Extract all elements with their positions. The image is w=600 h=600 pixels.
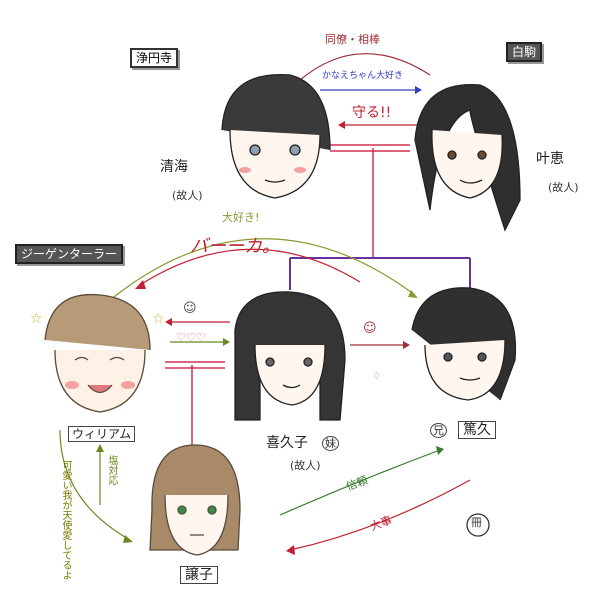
- group-jouenji: 浄円寺: [130, 48, 179, 68]
- name-kikuko: 喜久子: [266, 435, 308, 451]
- note-kiyomi: (故人): [172, 189, 203, 202]
- tag-kikuko: 妹: [322, 436, 339, 451]
- rel-angel: 可愛い我が天使愛してるよ: [60, 460, 71, 580]
- tag-tokuhisa: 兄: [430, 423, 447, 438]
- group-hakuba: 白駒: [506, 42, 543, 62]
- kikuko-portrait: [234, 291, 346, 421]
- important-arrow: [289, 479, 471, 551]
- rel-daisuki: 大好き!: [222, 211, 260, 224]
- name-kiyomi: 清海: [160, 159, 188, 175]
- name-william: ウィリアム: [68, 426, 136, 442]
- hearts-icon: ♡♡♡: [176, 331, 206, 344]
- stamp-icon: [466, 513, 490, 537]
- kiyomi-portrait: [221, 73, 331, 199]
- stamp-text: 冊: [471, 516, 482, 529]
- rel-salty: 塩対応: [106, 455, 117, 485]
- rel-colleague: 同僚・相棒: [325, 33, 380, 46]
- name-tokuhisa: 篤久: [458, 421, 496, 439]
- name-yuzuru: 譲子: [180, 566, 218, 584]
- star-icon: ☆: [30, 311, 43, 327]
- rel-baka: バーーカ。: [190, 236, 280, 257]
- baka-arrow: [139, 248, 361, 286]
- smile-icon-2: ☺: [363, 321, 377, 336]
- colleague-arrow: [299, 53, 431, 81]
- yuzuru-portrait: [149, 444, 241, 556]
- trust-arrow: [279, 449, 441, 516]
- star-icon-2: ☆: [152, 311, 165, 327]
- kanae-portrait: [414, 83, 521, 232]
- note-kanae: (故人): [548, 181, 579, 194]
- tokuhisa-portrait: [411, 287, 517, 401]
- william-portrait: [44, 293, 151, 413]
- rel-protect: 守る!!: [352, 105, 392, 121]
- daisuki-arrow: [109, 238, 416, 301]
- rel-loves-kanae: かなえちゃん大好き: [322, 71, 404, 81]
- smile-icon: ☺: [183, 301, 197, 316]
- name-kanae: 叶恵: [536, 151, 564, 167]
- note-kikuko: (故人): [290, 459, 321, 472]
- group-siegenthaler: ジーゲンターラー: [15, 244, 124, 264]
- sweat-icon: ♢: [372, 371, 381, 382]
